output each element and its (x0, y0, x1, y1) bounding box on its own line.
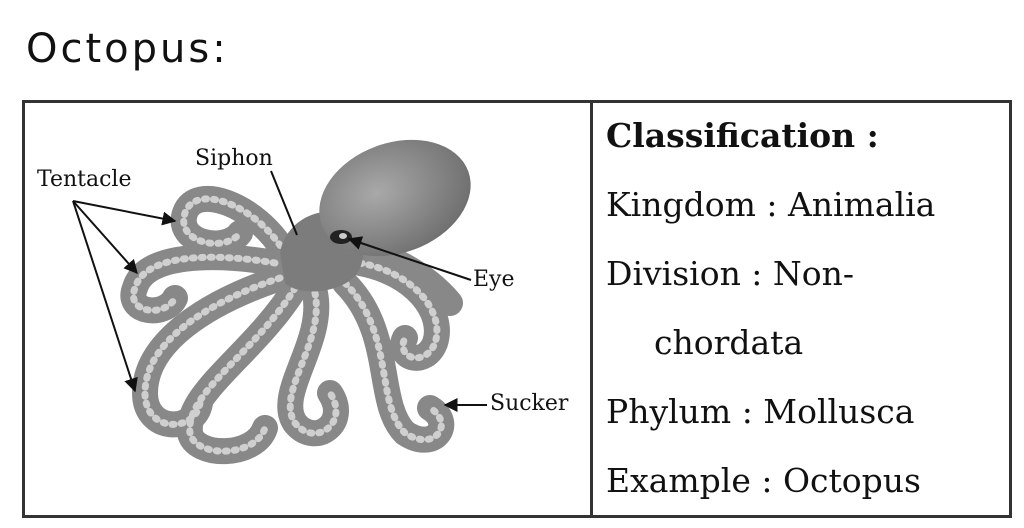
example-line: Example : Octopus (606, 461, 921, 500)
label-tentacle: Tentacle (37, 167, 132, 192)
label-siphon: Siphon (195, 146, 273, 171)
content-frame (22, 100, 1012, 518)
octopus-mantle (319, 139, 471, 257)
octopus-arms (120, 185, 463, 465)
column-divider (590, 100, 593, 518)
classification-panel: Classification : Kingdom : Animalia Divi… (606, 106, 1008, 520)
page-title: Octopus: (26, 26, 229, 72)
kingdom-line: Kingdom : Animalia (606, 185, 936, 224)
label-eye: Eye (473, 267, 515, 292)
classification-heading: Classification : (606, 116, 879, 155)
division-line: Division : Non- (606, 254, 855, 293)
label-sucker: Sucker (490, 391, 569, 416)
octopus-illustration: Tentacle Siphon Eye Sucker (37, 139, 569, 465)
octopus-diagram: Tentacle Siphon Eye Sucker (25, 103, 590, 515)
division-line-continued: chordata (654, 323, 804, 362)
phylum-line: Phylum : Mollusca (606, 392, 915, 431)
leader-lines (72, 170, 487, 412)
